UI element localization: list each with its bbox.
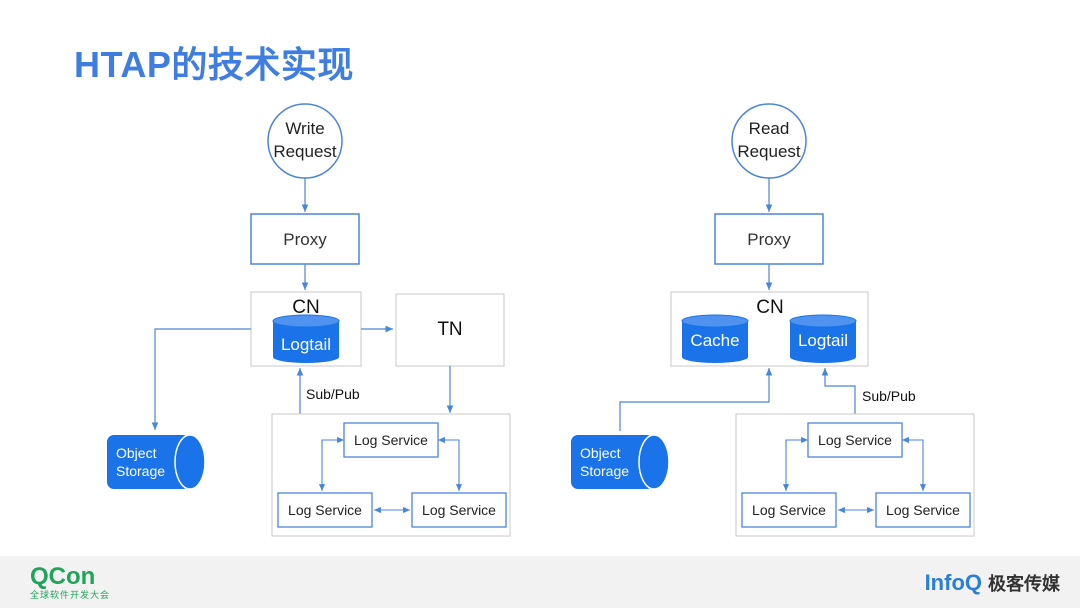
logtail-label: Logtail <box>798 331 848 350</box>
subpub-label: Sub/Pub <box>862 388 916 404</box>
log-service-top-label: Log Service <box>354 432 428 448</box>
qcon-logo: QCon 全球软件开发大会 <box>30 564 110 601</box>
read-request-node <box>731 103 807 179</box>
proxy-label: Proxy <box>747 230 791 249</box>
qcon-logo-subtitle: 全球软件开发大会 <box>30 590 111 600</box>
log-service-right-box <box>875 492 971 528</box>
infoq-logo-subtitle: 极客传媒 <box>988 574 1060 594</box>
log-service-top-box <box>807 422 903 458</box>
link-top-right <box>438 436 463 491</box>
read-request-label-line1: Read <box>749 119 790 138</box>
object-storage-label-line2: Storage <box>580 463 629 479</box>
log-service-left-label: Log Service <box>752 502 826 518</box>
object-storage-label-line1: Object <box>580 445 621 461</box>
architecture-diagram: Write Request Proxy CN Logtail TN Sub/Pu… <box>107 103 975 537</box>
read-request-label-line2: Request <box>737 142 801 161</box>
log-service-left-box <box>741 492 837 528</box>
write-request-label-line2: Request <box>273 142 337 161</box>
footer-bar: QCon 全球软件开发大会 InfoQ 极客传媒 <box>0 556 1080 608</box>
log-service-right-box <box>411 492 507 528</box>
proxy-box <box>250 213 360 265</box>
cn-label: CN <box>292 297 319 318</box>
log-service-right-label: Log Service <box>422 502 496 518</box>
right-diagram: Read Request Proxy CN Cache Logtail Sub/… <box>571 103 975 537</box>
proxy-label: Proxy <box>283 230 327 249</box>
infoq-logo-text: InfoQ <box>924 570 982 595</box>
infoq-logo: InfoQ 极客传媒 <box>925 570 1060 596</box>
log-service-left-box <box>277 492 373 528</box>
object-storage-label-line1: Object <box>116 445 157 461</box>
left-diagram: Write Request Proxy CN Logtail TN Sub/Pu… <box>107 103 511 537</box>
cache-label: Cache <box>690 331 739 350</box>
subpub-label: Sub/Pub <box>306 386 360 402</box>
cache-cylinder: Cache <box>681 314 749 363</box>
logtail-cylinder: Logtail <box>789 314 857 363</box>
tn-box <box>395 293 505 367</box>
logtail-label: Logtail <box>281 335 331 354</box>
cn-label: CN <box>756 297 783 318</box>
object-storage-cylinder: Object Storage <box>571 434 670 490</box>
arrow-object-storage-to-cn <box>619 368 773 431</box>
arrow-subpub-to-cn <box>821 368 856 414</box>
logtail-cylinder: Logtail <box>272 314 340 363</box>
link-top-left <box>318 436 344 491</box>
log-service-left-label: Log Service <box>288 502 362 518</box>
log-service-top-label: Log Service <box>818 432 892 448</box>
log-service-right-label: Log Service <box>886 502 960 518</box>
object-storage-cylinder: Object Storage <box>107 434 206 490</box>
arrow-cn-to-object-storage <box>151 328 251 430</box>
tn-label: TN <box>437 319 462 340</box>
page-title: HTAP的技术实现 <box>74 44 354 85</box>
write-request-label-line1: Write <box>285 119 324 138</box>
proxy-box <box>714 213 824 265</box>
link-top-right <box>902 436 927 491</box>
object-storage-label-line2: Storage <box>116 463 165 479</box>
link-top-left <box>782 436 808 491</box>
write-request-node <box>267 103 343 179</box>
qcon-logo-text: QCon <box>30 563 96 590</box>
